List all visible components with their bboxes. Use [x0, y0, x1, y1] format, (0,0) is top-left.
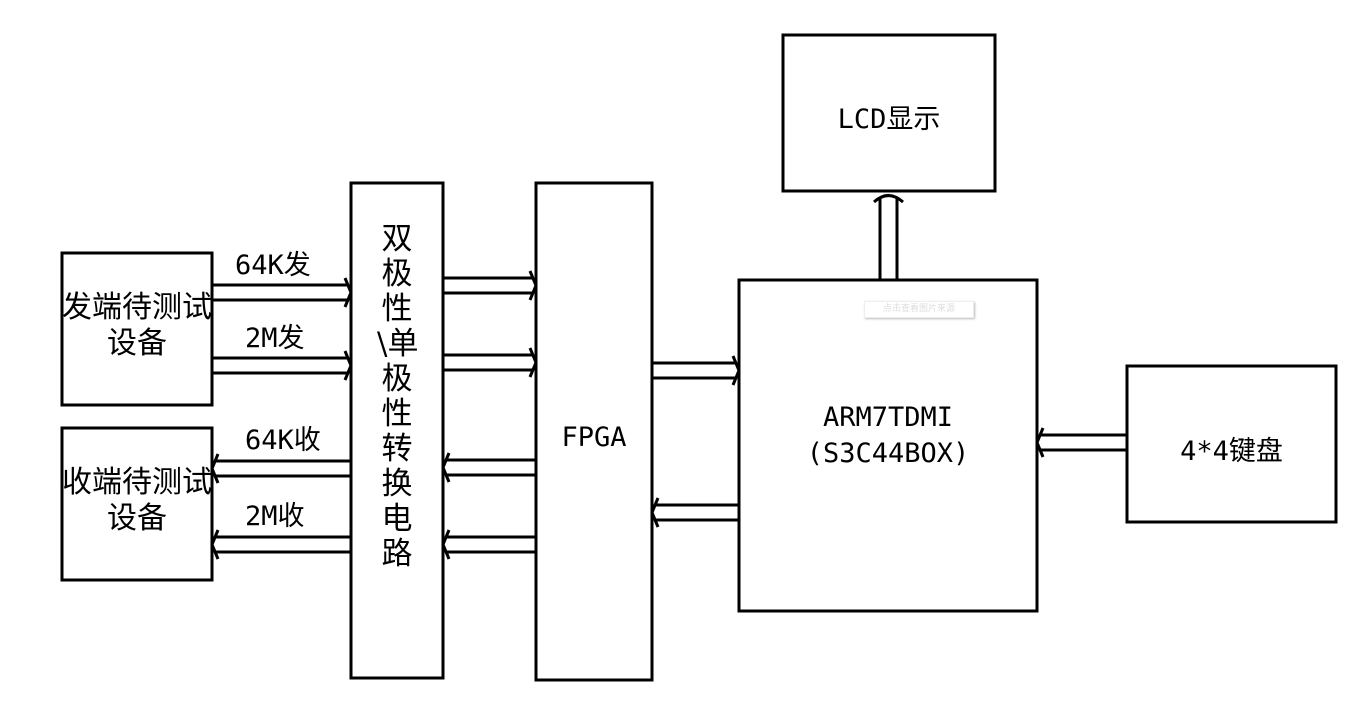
arrow-fpga-to-converter-1	[441, 452, 536, 483]
arm-label-line1: ARM7TDMI	[822, 402, 954, 433]
signal-2m-rx-label: 2M收	[245, 501, 305, 532]
arrow-converter-to-fpga-2	[443, 347, 538, 378]
arrow-arm-to-fpga	[650, 497, 739, 528]
arm-label-line2: (S3C44BOX)	[806, 438, 970, 469]
arrow-converter-to-fpga-1	[443, 270, 538, 301]
signal-2m-tx-label: 2M发	[245, 323, 305, 354]
arrow-64k-tx	[212, 277, 353, 308]
keyboard-label: 4*4键盘	[1180, 436, 1283, 467]
rx-device-box	[60, 426, 214, 582]
rx-device-label: 收端待测试设备	[62, 465, 212, 536]
watermark-source-link[interactable]: 点击查看图片来源	[864, 301, 974, 318]
fpga-label: FPGA	[561, 422, 627, 453]
lcd-box	[781, 33, 997, 193]
tx-device-box	[60, 251, 214, 407]
signal-64k-rx-label: 64K收	[245, 425, 321, 456]
signal-64k-tx-label: 64K发	[235, 250, 311, 281]
arrow-keyboard-to-arm	[1035, 427, 1127, 458]
arrow-64k-rx	[210, 453, 351, 484]
fpga-box	[534, 181, 654, 682]
arrow-2m-rx	[210, 529, 351, 560]
arrow-fpga-to-converter-2	[441, 529, 536, 560]
converter-label: 双极性\单极性转换电路	[377, 221, 419, 572]
arrow-fpga-to-arm	[652, 355, 741, 386]
converter-box	[349, 181, 445, 680]
arrow-2m-tx	[212, 350, 353, 381]
lcd-label: LCD显示	[837, 104, 941, 135]
keyboard-box	[1125, 364, 1338, 524]
tx-device-label: 发端待测试设备	[62, 290, 212, 361]
arrow-arm-to-lcd	[872, 194, 905, 280]
